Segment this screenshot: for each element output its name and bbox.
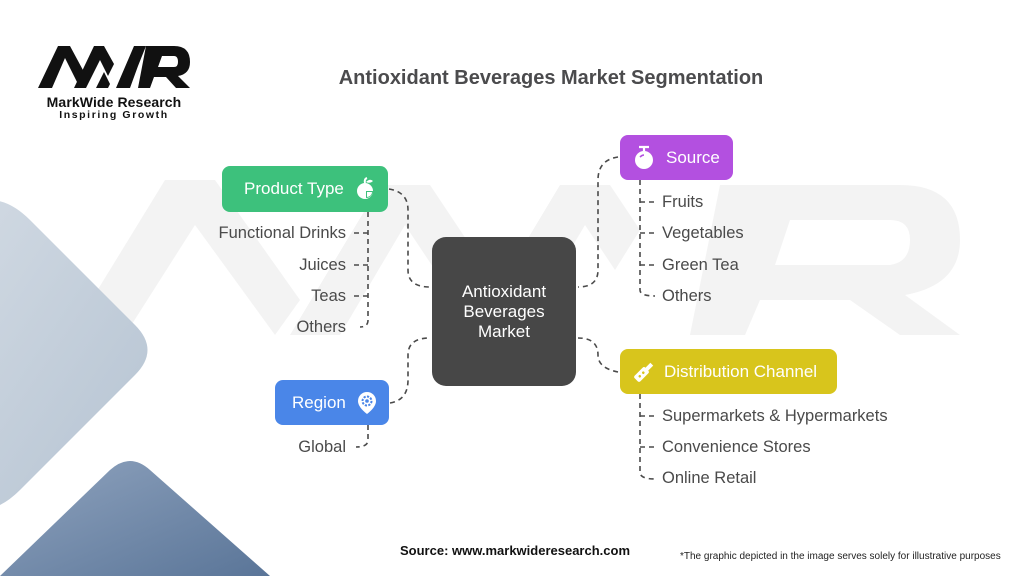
brand-name: MarkWide Research bbox=[46, 94, 182, 110]
source-item: Others bbox=[662, 287, 712, 305]
segment-source: Source bbox=[620, 135, 733, 180]
segment-product-type: Product Type bbox=[222, 166, 388, 212]
segment-label: Source bbox=[666, 147, 720, 167]
region-item: Global bbox=[298, 438, 346, 456]
page-title: Antioxidant Beverages Market Segmentatio… bbox=[338, 67, 764, 89]
source-item: Vegetables bbox=[662, 224, 744, 242]
center-line-1: Antioxidant bbox=[461, 281, 547, 301]
source-item: Fruits bbox=[662, 193, 704, 211]
mwr-logo-icon bbox=[38, 46, 190, 88]
brand-logo: MarkWide Research Inspiring Growth bbox=[34, 40, 194, 121]
center-node: Antioxidant Beverages Market bbox=[432, 237, 576, 386]
product-type-item: Teas bbox=[311, 287, 346, 305]
distribution-item: Supermarkets & Hypermarkets bbox=[662, 407, 888, 425]
location-pin-icon bbox=[356, 391, 378, 415]
disclaimer: *The graphic depicted in the image serve… bbox=[680, 551, 1001, 562]
distribution-item: Convenience Stores bbox=[662, 438, 811, 456]
segment-label: Product Type bbox=[244, 179, 344, 198]
source-credit: Source: www.markwideresearch.com bbox=[400, 543, 631, 558]
center-line-2: Beverages bbox=[463, 301, 545, 321]
segment-label: Region bbox=[292, 392, 346, 412]
product-type-item: Others bbox=[296, 318, 346, 336]
segment-label: Distribution Channel bbox=[664, 361, 818, 381]
segment-distribution-channel: Distribution Channel bbox=[620, 349, 837, 394]
product-type-item: Juices bbox=[299, 256, 346, 274]
bottle-icon bbox=[632, 360, 656, 384]
fruit-icon bbox=[354, 177, 378, 201]
source-item: Green Tea bbox=[662, 256, 739, 274]
center-line-3: Market bbox=[478, 321, 530, 341]
distribution-item: Online Retail bbox=[662, 469, 757, 487]
segment-region: Region bbox=[275, 380, 389, 425]
product-type-item: Functional Drinks bbox=[218, 224, 346, 242]
fruit-apple-icon bbox=[632, 145, 656, 171]
brand-tagline: Inspiring Growth bbox=[59, 109, 169, 121]
